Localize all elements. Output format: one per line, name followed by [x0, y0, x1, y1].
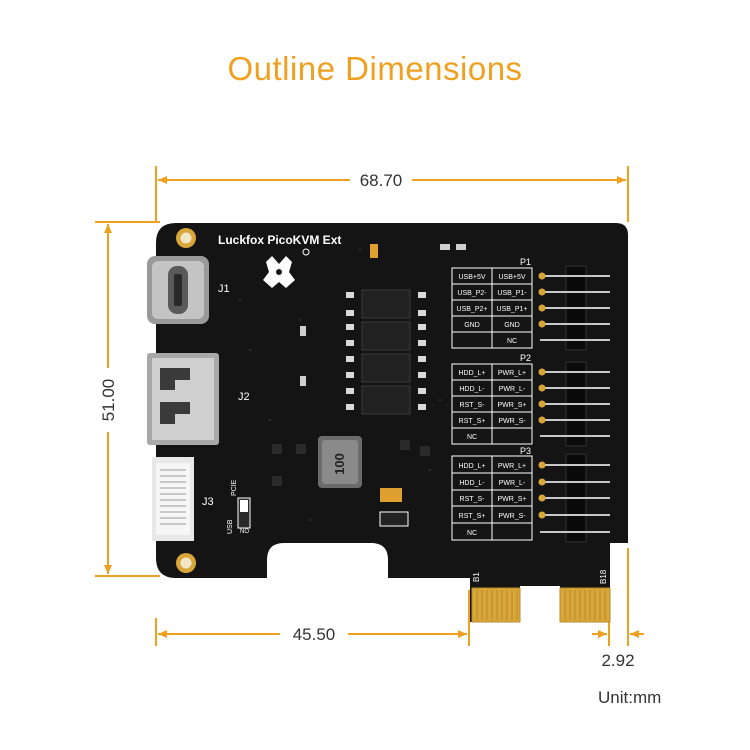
mode-switch — [237, 497, 251, 529]
p1-row-3-right: USB_P1+ — [497, 306, 528, 313]
p2-row-4-left: RST_S+ — [459, 418, 486, 425]
board-name: Luckfox PicoKVM Ext — [218, 233, 341, 247]
switch-pcie-label: PCIE — [231, 479, 238, 496]
dimension-width-total-label: 68.70 — [360, 171, 403, 190]
p1-pin-labels: USB+5V USB+5V USB_P2- USB_P1- USB_P2+ US… — [457, 274, 528, 345]
p1-row-2-right: USB_P1- — [497, 290, 527, 297]
pcie-gold-fingers — [471, 587, 611, 623]
passive-components — [272, 244, 466, 527]
p3-row-3-right: PWR_S+ — [498, 496, 527, 503]
luckfox-logo-icon — [263, 248, 310, 288]
p3-row-2-right: PWR_L- — [499, 480, 526, 487]
p1-row-4-right: GND — [504, 322, 520, 329]
p2-row-4-right: PWR_S- — [498, 418, 526, 425]
dimension-edge-offset-label: 2.92 — [601, 651, 634, 670]
inductor — [318, 436, 362, 488]
mounting-hole-bottom — [176, 553, 196, 573]
pin-table-p2 — [451, 363, 533, 445]
pin-table-p3 — [451, 455, 533, 541]
j2-label: J2 — [238, 391, 250, 403]
pin-header-p1 — [538, 265, 610, 351]
p3-row-4-left: RST_S+ — [459, 513, 486, 520]
p3-pin-labels: HDD_L+ PWR_L+ HDD_L- PWR_L- RST_S- PWR_S… — [458, 463, 526, 537]
inductor-label: 100 — [332, 453, 347, 475]
p2-row-3-right: PWR_S+ — [498, 402, 527, 409]
p1-label: P1 — [520, 257, 531, 267]
ic-pads — [346, 292, 426, 410]
p2-row-1-left: HDD_L+ — [458, 370, 485, 377]
p3-row-1-right: PWR_L+ — [498, 463, 526, 470]
p1-row-4-left: GND — [464, 322, 480, 329]
j3-label: J3 — [202, 496, 214, 508]
fpc-connector-j3 — [152, 457, 194, 541]
p1-row-5-right: NC — [507, 338, 517, 345]
b1-label: B1 — [472, 572, 481, 582]
p3-row-4-right: PWR_S- — [498, 513, 526, 520]
switch-no-label: NO — [240, 529, 249, 535]
mounting-hole-top — [176, 228, 196, 248]
p3-row-5-left: NC — [467, 530, 477, 537]
p2-pin-labels: HDD_L+ PWR_L+ HDD_L- PWR_L- RST_S- PWR_S… — [458, 370, 526, 441]
p2-row-3-left: RST_S- — [460, 402, 486, 409]
p1-row-3-left: USB_P2+ — [457, 306, 488, 313]
p1-row-2-left: USB_P2- — [457, 290, 487, 297]
pin-header-p2 — [538, 361, 610, 447]
p2-row-2-right: PWR_L- — [499, 386, 526, 393]
pin-table-p1 — [451, 267, 533, 349]
usb-a-connector-j2 — [147, 353, 219, 445]
pcb-board — [156, 223, 628, 622]
dimension-width-to-slot: 45.50 — [155, 590, 470, 646]
b18-label: B18 — [599, 569, 608, 584]
unit-label: Unit:mm — [598, 688, 662, 707]
p2-row-1-right: PWR_L+ — [498, 370, 526, 377]
p2-label: P2 — [520, 353, 531, 363]
dimension-width-to-slot-label: 45.50 — [293, 625, 336, 644]
page-title: Outline Dimensions — [227, 50, 523, 87]
dimension-height: 51.00 — [95, 221, 160, 577]
p3-row-3-left: RST_S- — [460, 496, 486, 503]
p2-row-2-left: HDD_L- — [459, 386, 485, 393]
p3-row-2-left: HDD_L- — [459, 480, 485, 487]
p3-label: P3 — [520, 446, 531, 456]
p3-row-1-left: HDD_L+ — [458, 463, 485, 470]
switch-usb-label: USB — [227, 519, 234, 534]
p1-row-1-left: USB+5V — [458, 274, 485, 281]
pin-header-p3 — [538, 453, 610, 543]
usb-c-connector-j1 — [147, 256, 209, 324]
dimension-width-total: 68.70 — [155, 166, 629, 222]
dimension-height-label: 51.00 — [99, 379, 118, 422]
j1-label: J1 — [218, 283, 230, 295]
p2-row-5-left: NC — [467, 434, 477, 441]
p1-row-1-right: USB+5V — [498, 274, 525, 281]
ic-chips — [361, 289, 411, 415]
